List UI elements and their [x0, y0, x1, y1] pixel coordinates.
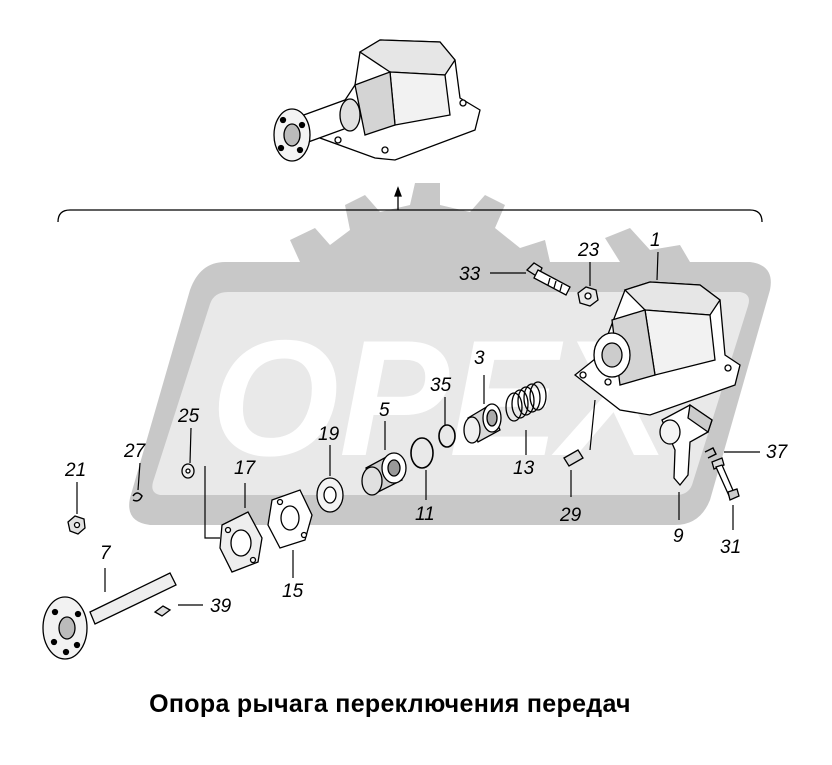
callout-5: 5 — [379, 400, 390, 421]
callout-19: 19 — [318, 424, 340, 445]
part-11-ring — [410, 437, 434, 469]
callout-25: 25 — [177, 406, 200, 427]
callout-31: 31 — [720, 537, 741, 558]
part-29-pin — [563, 449, 584, 467]
callout-35: 35 — [430, 375, 452, 396]
part-9-lever — [659, 403, 713, 487]
callout-39: 39 — [210, 596, 232, 617]
part-19-washer — [316, 477, 344, 513]
part-5-bushing — [361, 452, 407, 496]
callout-27: 27 — [123, 441, 147, 462]
callout-37: 37 — [766, 442, 789, 463]
part-1-housing — [573, 281, 741, 416]
callout-1: 1 — [650, 230, 661, 251]
part-33-bolt — [525, 262, 571, 296]
part-7-shaft — [42, 572, 177, 660]
assembled-unit-image — [273, 39, 481, 162]
callout-15: 15 — [282, 581, 304, 602]
part-39-key — [153, 605, 172, 617]
callout-9: 9 — [673, 526, 684, 547]
callout-13: 13 — [513, 458, 535, 479]
part-15-gasket — [267, 489, 313, 549]
assembly-bracket — [57, 186, 763, 223]
callout-labels: 1 3 5 7 9 11 13 15 17 19 21 23 25 27 29 … — [64, 230, 789, 617]
callout-21: 21 — [64, 460, 86, 481]
part-27-spring-washer — [132, 492, 143, 502]
callout-29: 29 — [559, 505, 582, 526]
leader-lines — [76, 251, 760, 606]
part-37-spring-pin — [704, 447, 717, 459]
part-17-flange — [219, 511, 263, 573]
part-31-bolt — [711, 457, 740, 501]
part-23-nut — [577, 286, 599, 307]
callout-33: 33 — [459, 264, 481, 285]
part-35-ring — [438, 424, 456, 448]
part-3-bushing — [463, 403, 502, 444]
callout-11: 11 — [415, 504, 435, 525]
callout-17: 17 — [234, 458, 257, 479]
callout-7: 7 — [100, 543, 112, 564]
part-21-nut — [67, 515, 86, 535]
part-25-washer — [181, 463, 195, 479]
callout-23: 23 — [577, 240, 600, 261]
callout-3: 3 — [474, 348, 485, 369]
diagram-caption: Опора рычага переключения передач — [149, 690, 631, 718]
part-13-spring — [505, 381, 547, 422]
